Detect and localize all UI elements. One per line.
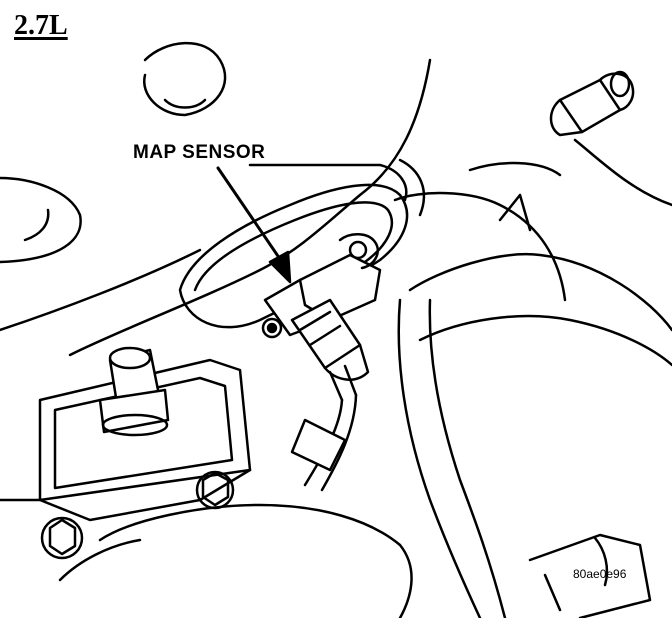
- top-right-fitting: [549, 70, 672, 207]
- stud-bolt: [98, 346, 170, 437]
- callout-leader-arrow: [216, 166, 292, 284]
- engine-size-label: 2.7L: [14, 10, 68, 41]
- figure-reference-code: 80ae0e96: [573, 567, 627, 581]
- hex-bolt-left: [40, 516, 84, 560]
- hoses: [393, 161, 672, 620]
- map-sensor: [261, 233, 382, 402]
- wire-harness: [290, 393, 358, 492]
- intake-manifold: [0, 41, 432, 357]
- hex-bolt-center: [195, 470, 235, 510]
- map-sensor-callout: MAP SENSOR: [133, 142, 266, 163]
- lower-bracket: [0, 358, 413, 620]
- bottom-right-component: [528, 533, 652, 620]
